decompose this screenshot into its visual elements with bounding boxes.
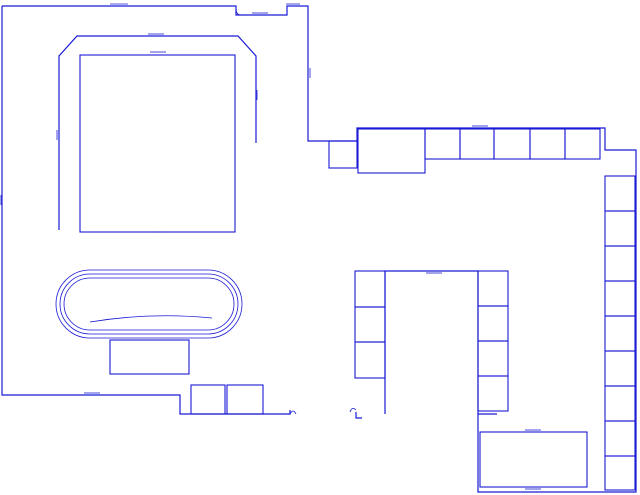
middle-block-wall bbox=[384, 270, 479, 414]
square-room bbox=[79, 54, 236, 233]
door-swing-3 bbox=[235, 8, 241, 16]
outer-wall-left-lower bbox=[1, 6, 291, 415]
mid-right-unit-4 bbox=[477, 375, 509, 412]
right-unit-3 bbox=[604, 245, 636, 282]
right-unit-6 bbox=[604, 350, 636, 387]
mid-left-unit-1 bbox=[354, 270, 386, 308]
mid-left-unit-2 bbox=[354, 306, 386, 343]
right-unit-8 bbox=[604, 420, 636, 457]
right-unit-5 bbox=[604, 315, 636, 352]
top-unit-3 bbox=[493, 128, 531, 160]
right-unit-2 bbox=[604, 210, 636, 247]
mid-left-unit-3 bbox=[354, 341, 386, 379]
notch-unit bbox=[328, 140, 358, 169]
right-unit-4 bbox=[604, 280, 636, 317]
top-unit-2 bbox=[459, 128, 495, 160]
oval-track-outer bbox=[55, 269, 243, 339]
bottom-unit-a bbox=[190, 384, 226, 415]
oval-track-mid bbox=[59, 273, 239, 335]
top-unit-5 bbox=[564, 128, 601, 160]
bottom-unit-b bbox=[226, 384, 264, 415]
small-table bbox=[109, 339, 190, 375]
outer-wall-left bbox=[2, 5, 637, 493]
right-unit-9 bbox=[604, 455, 636, 491]
dimension-ticks bbox=[0, 3, 541, 490]
top-unit-1 bbox=[424, 128, 461, 160]
mid-right-unit-1 bbox=[477, 270, 509, 307]
door-swing-2 bbox=[349, 408, 357, 413]
top-large-unit bbox=[357, 128, 426, 174]
mid-right-unit-3 bbox=[477, 340, 509, 377]
inner-ring-wall bbox=[58, 35, 257, 230]
oval-track-inner bbox=[63, 277, 235, 331]
right-unit-1 bbox=[604, 175, 636, 212]
right-unit-7 bbox=[604, 385, 636, 422]
top-unit-4 bbox=[529, 128, 566, 160]
door-swing-1 bbox=[289, 410, 297, 415]
large-bottom-room bbox=[479, 431, 588, 488]
oval-track-crossover bbox=[89, 315, 213, 323]
mid-right-unit-2 bbox=[477, 305, 509, 342]
middle-left-wall bbox=[355, 412, 362, 419]
